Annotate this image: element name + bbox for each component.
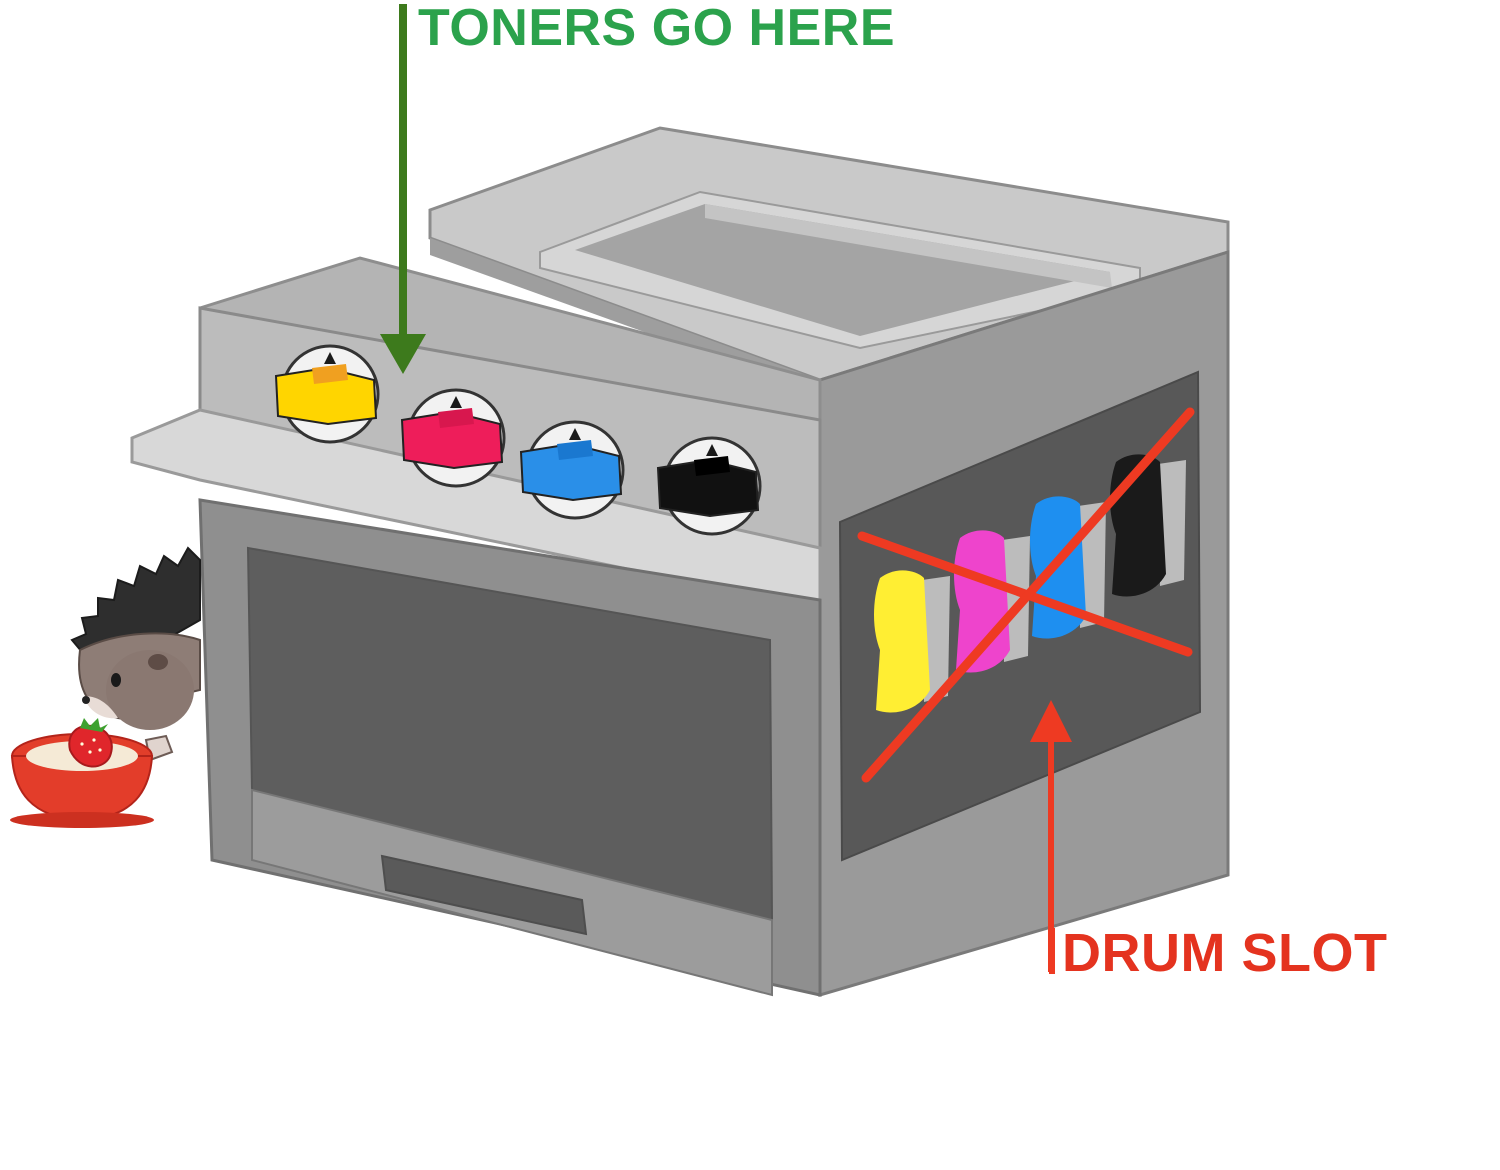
strawberry-icon xyxy=(68,718,113,768)
toner-port-cyan xyxy=(519,420,625,520)
drum-slot-label: DRUM SLOT xyxy=(1062,923,1388,983)
toners-label: TONERS GO HERE xyxy=(418,0,896,57)
drum-unit-black-drum xyxy=(1110,454,1186,597)
toner-ports xyxy=(274,344,762,536)
toner-port-black xyxy=(656,436,762,536)
drum-unit-magenta-drum xyxy=(954,530,1030,673)
down-arrow-icon xyxy=(380,4,426,374)
cross-out-icon xyxy=(857,407,1195,783)
toner-port-yellow xyxy=(274,344,380,444)
printer-illustration xyxy=(130,126,1230,998)
up-arrow-icon xyxy=(1030,700,1072,974)
drum-unit-yellow-drum xyxy=(874,570,950,713)
toner-port-magenta xyxy=(400,388,506,488)
paper-tray-handle xyxy=(380,854,588,936)
hedgehog-icon xyxy=(70,546,201,762)
